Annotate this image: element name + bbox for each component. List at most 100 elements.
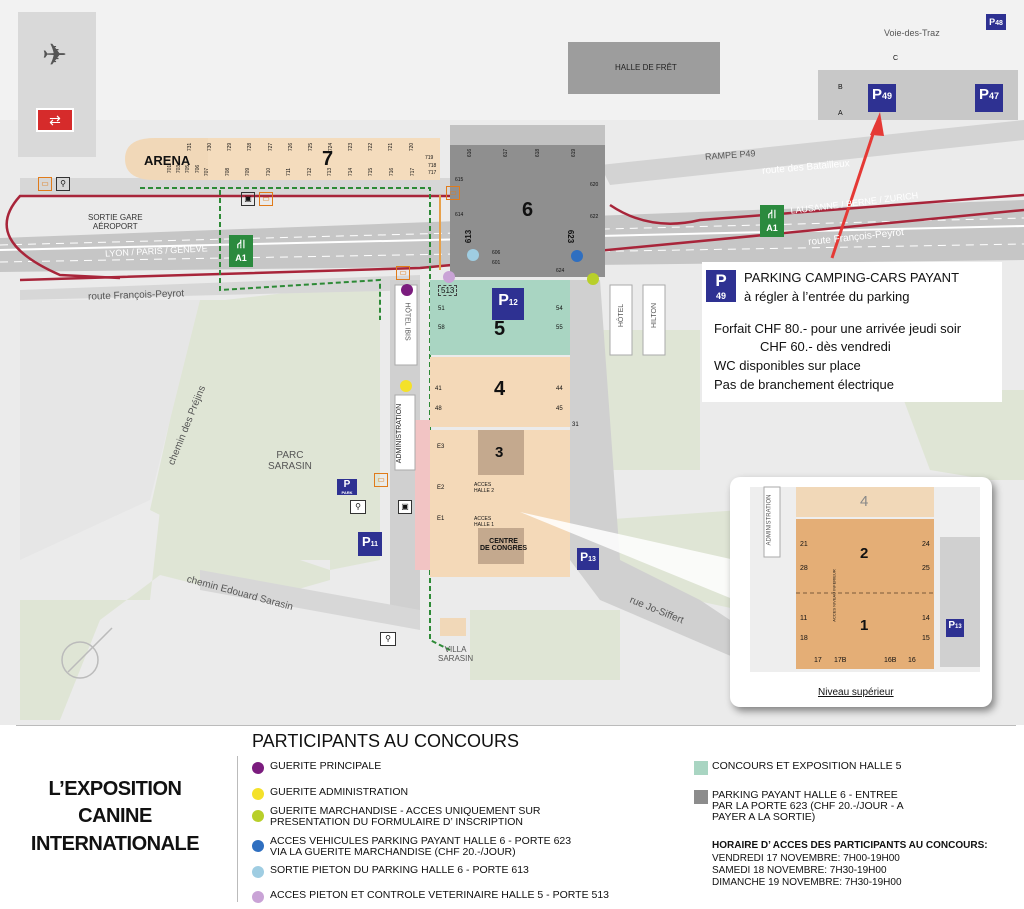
legend-swatch-0 [694, 761, 708, 775]
bicycle-icon: ⚲ [350, 500, 366, 514]
info-title: PARKING CAMPING-CARS PAYANT [744, 270, 960, 285]
door-616: 616 [467, 148, 474, 158]
gate-marchandise-marker [587, 273, 599, 285]
taxi-icon: ▣ [241, 192, 255, 206]
train-station-icon: ⇄ [36, 108, 74, 132]
door-710: 710 [265, 167, 272, 177]
door-623: 623 [566, 229, 576, 244]
bus-stop-icon: ▭ [446, 186, 460, 200]
hilton-label: HILTON [651, 302, 659, 329]
legend-title: PARTICIPANTS AU CONCOURS [252, 731, 520, 751]
door-620: 620 [590, 182, 599, 188]
arena-doors-top: 731 730 729 728 727 726 725 724 723 722 … [187, 140, 420, 154]
arena-label: ARENA [144, 153, 191, 168]
inset-door-14: 14 [922, 615, 930, 622]
info-line-4: Pas de branchement électrique [714, 377, 894, 392]
highway-a1-sign-left: ⛙A1 [229, 235, 253, 267]
door-41: 41 [435, 386, 442, 392]
legend-vertical-divider [237, 756, 238, 902]
door-721: 721 [388, 142, 395, 152]
info-line-2: CHF 60.- dès vendredi [760, 339, 891, 354]
door-614: 614 [455, 212, 464, 218]
door-31: 31 [572, 422, 579, 428]
legend-marker-1 [252, 788, 264, 800]
schedule-title: HORAIRE D’ ACCES DES PARTICIPANTS AU CON… [712, 840, 988, 851]
upper-level-inset: 4 2 1 ADMINISTRATION ACCES NIVEAU INFERI… [730, 477, 992, 707]
door-617: 617 [503, 148, 510, 158]
door-729: 729 [227, 142, 234, 152]
door-714: 714 [347, 167, 354, 177]
door-719: 719 [425, 155, 434, 161]
inset-admin-label: ADMINISTRATION [766, 494, 773, 546]
schedule-line-3: DIMANCHE 19 NOVEMBRE: 7H30-19H00 [712, 877, 902, 888]
door-622: 622 [590, 214, 599, 220]
door-731: 731 [187, 142, 194, 152]
door-48: 48 [435, 406, 442, 412]
voie-des-traz-label: Voie-des-Traz [884, 28, 940, 38]
inset-door-18: 18 [800, 635, 808, 642]
legend-marker-2 [252, 810, 264, 822]
inset-acces-label: ACCES NIVEAU INFERIEUR [831, 569, 837, 622]
door-723: 723 [348, 142, 355, 152]
door-613: 613 [464, 229, 474, 244]
hall-6-label: 6 [522, 199, 534, 221]
door-c: C [893, 55, 899, 62]
exit-613-marker [467, 249, 479, 261]
map-background [0, 0, 1024, 725]
door-717: 717 [409, 167, 416, 177]
door-45: 45 [556, 406, 563, 412]
gate-principale-marker [401, 284, 413, 296]
inset-caption: Niveau supérieur [818, 687, 894, 698]
highway-icon: ⛙ [767, 207, 777, 221]
inset-door-17: 17 [814, 657, 822, 664]
door-615: 615 [455, 177, 464, 183]
legend-swatch-1 [694, 790, 708, 804]
expo-title-line-2: CANINE [78, 805, 152, 827]
door-717b: 717 [428, 170, 437, 176]
parking-13-badge: P13 [577, 548, 599, 570]
door-58: 58 [438, 325, 445, 331]
bicycle-icon: ⚲ [380, 632, 396, 646]
parking-12-badge: P12 [492, 288, 524, 320]
gate-administration-marker [400, 380, 412, 392]
door-712: 712 [306, 167, 313, 177]
parking-49-badge: P49 [868, 84, 896, 112]
parking-47-badge: P47 [975, 84, 1003, 112]
bus-stop-icon: ▭ [374, 473, 388, 487]
door-601: 601 [492, 260, 501, 266]
legend-marker-5 [252, 891, 264, 903]
legend-item-4: SORTIE PIETON DU PARKING HALLE 6 - PORTE… [270, 864, 529, 876]
door-606: 606 [492, 250, 501, 256]
vet-513-marker [443, 271, 455, 283]
door-b: B [838, 84, 843, 91]
door-725: 725 [308, 142, 315, 152]
info-subtitle: à régler à l’entrée du parking [744, 289, 910, 304]
legend-marker-0 [252, 762, 264, 774]
door-726: 726 [287, 142, 294, 152]
inset-hall-4: 4 [860, 493, 869, 510]
inset-hall-2: 2 [860, 545, 869, 562]
door-713: 713 [327, 167, 334, 177]
acces-halle1-label: ACCES HALLE 1 [474, 516, 495, 528]
legend-item-5: ACCES PIETON ET CONTROLE VETERINAIRE HAL… [270, 889, 610, 901]
door-730: 730 [207, 142, 214, 152]
inset-parking-13-badge: P13 [946, 619, 964, 637]
hotel-ibis-label: HÔTEL IBIS [403, 302, 411, 341]
bus-stop-icon: ▭ [259, 192, 273, 206]
door-716: 716 [389, 167, 396, 177]
bus-icon: ▭ [38, 177, 52, 191]
highway-icon: ⛙ [236, 237, 246, 251]
inset-door-28: 28 [800, 565, 808, 572]
inset-door-17b: 17B [834, 657, 847, 664]
legend-item-1: GUERITE ADMINISTRATION [270, 786, 409, 798]
inset-door-11: 11 [800, 615, 808, 622]
administration-label: ADMINISTRATION [396, 403, 404, 464]
door-55: 55 [556, 325, 563, 331]
door-720: 720 [408, 142, 415, 152]
parking-11-badge: P11 [358, 532, 382, 556]
